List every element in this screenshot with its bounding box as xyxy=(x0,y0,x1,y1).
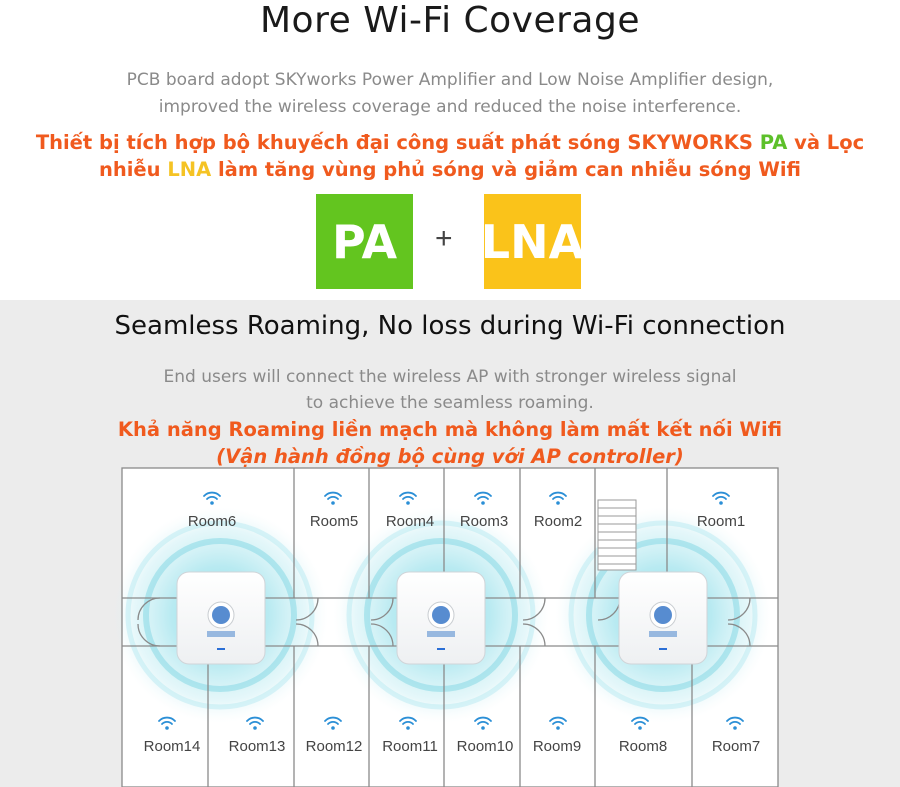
lna-badge: LNA xyxy=(481,194,584,289)
room-label-room12: Room12 xyxy=(306,738,363,755)
lna-highlight: LNA xyxy=(167,158,212,181)
access-point-icon xyxy=(176,571,266,665)
room-label-room1: Room1 xyxy=(697,513,745,530)
room-label-room2: Room2 xyxy=(534,513,582,530)
plus-sign: + xyxy=(435,222,453,255)
pa-highlight: PA xyxy=(759,131,788,154)
roaming-vi-line1: Khả năng Roaming liền mạch mà không làm … xyxy=(117,418,783,441)
coverage-vi-line1: Thiết bị tích hợp bộ khuyếch đại công su… xyxy=(35,131,865,154)
coverage-title: More Wi-Fi Coverage xyxy=(260,0,640,41)
roaming-title: Seamless Roaming, No loss during Wi-Fi c… xyxy=(114,311,786,341)
staircase xyxy=(597,499,637,571)
room-label-room3: Room3 xyxy=(460,513,508,530)
access-point-icon xyxy=(396,571,486,665)
room-label-room8: Room8 xyxy=(619,738,667,755)
coverage-desc-line2: improved the wireless coverage and reduc… xyxy=(158,97,742,117)
coverage-desc-line1: PCB board adopt SKYworks Power Amplifier… xyxy=(126,70,774,90)
coverage-section: More Wi-Fi Coverage PCB board adopt SKYw… xyxy=(0,0,900,300)
roaming-vi-line2: (Vận hành đồng bộ cùng với AP controller… xyxy=(216,445,684,468)
room-label-room7: Room7 xyxy=(712,738,760,755)
room-label-room9: Room9 xyxy=(533,738,581,755)
roaming-desc-line2: to achieve the seamless roaming. xyxy=(306,393,594,413)
access-point-icon xyxy=(618,571,708,665)
roaming-desc-line1: End users will connect the wireless AP w… xyxy=(163,367,737,387)
room-label-room5: Room5 xyxy=(310,513,358,530)
room-label-room4: Room4 xyxy=(386,513,434,530)
pa-badge: PA xyxy=(316,194,413,289)
coverage-vi-line2: nhiễu LNA làm tăng vùng phủ sóng và giảm… xyxy=(98,158,801,181)
room-label-room10: Room10 xyxy=(457,738,514,755)
room-label-room13: Room13 xyxy=(229,738,286,755)
room-label-room14: Room14 xyxy=(144,738,201,755)
room-label-room6: Room6 xyxy=(188,513,236,530)
room-label-room11: Room11 xyxy=(382,738,438,755)
